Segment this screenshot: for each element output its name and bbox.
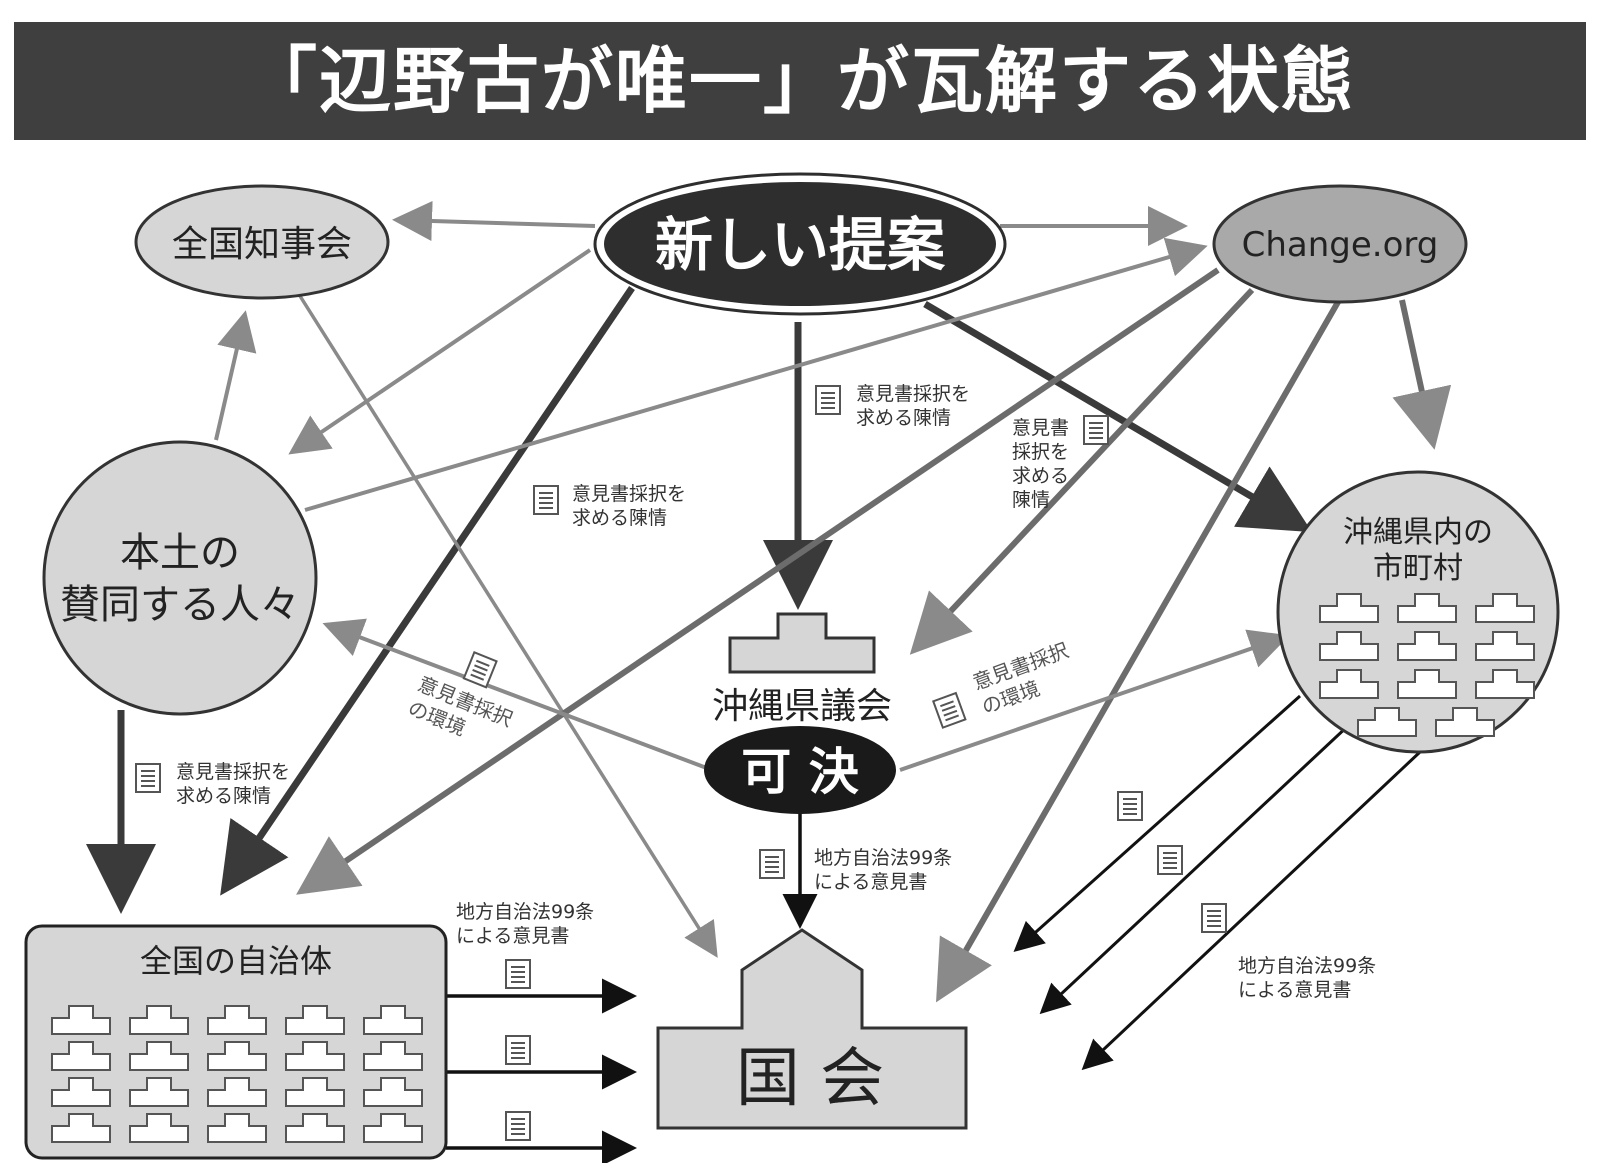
arrow-change-org-to-diet xyxy=(936,300,1341,1003)
governors-label: 全国知事会 xyxy=(172,224,352,265)
arrow-okinawa-munis-to-diet-3 xyxy=(1081,750,1422,1071)
petition-text: 求める陳情 xyxy=(572,507,667,529)
label-petition-center: 意見書採択を 求める陳情 xyxy=(815,383,970,429)
arrow-governors-to-diet xyxy=(298,295,718,958)
petition-text: 陳情 xyxy=(1012,489,1050,511)
petition-text: 採択を xyxy=(1012,441,1069,463)
label-petition-right: 意見書 採択を 求める 陳情 xyxy=(1012,415,1109,511)
document-icon xyxy=(932,692,967,729)
label-law99-center: 地方自治法99条 による意見書 xyxy=(759,847,952,893)
node-okinawa-municipalities: 沖縄県内の 市町村 xyxy=(1276,470,1560,754)
law99-text: による意見書 xyxy=(814,871,927,893)
document-icon xyxy=(533,485,559,515)
law99-text: による意見書 xyxy=(1238,979,1351,1001)
node-national-municipalities: 全国の自治体 xyxy=(24,924,448,1160)
petition-text: 求める陳情 xyxy=(856,407,951,429)
node-new-proposal: 新しい提案 xyxy=(593,172,1007,316)
document-icon xyxy=(815,385,841,415)
assembly-label: 沖縄県議会 xyxy=(712,686,892,727)
law99-text: 地方自治法99条 xyxy=(1238,955,1376,977)
law99-text: 地方自治法99条 xyxy=(814,847,952,869)
node-okinawa-assembly: 沖縄県議会 xyxy=(712,612,892,727)
petition-text: 意見書採択を xyxy=(572,483,686,505)
document-icon xyxy=(1117,791,1143,821)
law99-text: 地方自治法99条 xyxy=(456,901,594,923)
document-icon xyxy=(505,1111,531,1141)
mainland-label-line2: 賛同する人々 xyxy=(60,582,300,628)
label-petition-left: 意見書採択を 求める陳情 xyxy=(533,483,686,529)
okinawa-munis-label-line1: 沖縄県内の xyxy=(1343,515,1493,550)
petition-text: 意見書 xyxy=(1012,417,1069,439)
mainland-label-line1: 本土の xyxy=(120,530,240,576)
arrow-proposal-to-mainland xyxy=(288,248,592,455)
arrow-change-org-to-okinawa-munis xyxy=(1392,299,1452,450)
law99-text: による意見書 xyxy=(456,925,569,947)
passed-label: 可 決 xyxy=(741,743,858,801)
label-environment-right: 意見書採択 の環境 xyxy=(932,638,1072,729)
okinawa-munis-label-line2: 市町村 xyxy=(1373,551,1463,586)
node-governors-association: 全国知事会 xyxy=(134,184,390,300)
label-petition-mainland: 意見書採択を 求める陳情 xyxy=(135,761,290,807)
arrow-okinawa-munis-to-diet-1 xyxy=(1013,694,1301,952)
petition-text: 求める xyxy=(1012,465,1069,487)
assembly-building-icon xyxy=(728,612,876,674)
arrow-change-org-to-assembly xyxy=(909,287,1255,655)
petition-text: 求める陳情 xyxy=(176,785,271,807)
node-mainland-supporters: 本土の 賛同する人々 xyxy=(42,440,318,716)
document-icon xyxy=(135,763,161,793)
arrow-mainland-to-change-org xyxy=(304,237,1208,512)
document-icon xyxy=(505,1035,531,1065)
label-law99-left: 地方自治法99条 による意見書 xyxy=(456,901,594,1141)
document-icon xyxy=(759,849,785,879)
title-bar: 「辺野古が唯一」が瓦解する状態 xyxy=(14,22,1586,140)
arrow-mainland-to-governors xyxy=(214,310,257,441)
document-icon xyxy=(1083,415,1109,445)
document-icon xyxy=(462,651,498,689)
change-org-label: Change.org xyxy=(1242,225,1439,265)
arrow-passed-to-okinawa-munis xyxy=(899,629,1290,772)
petition-text: 意見書採択を xyxy=(176,761,290,783)
proposal-label: 新しい提案 xyxy=(655,211,946,279)
page-title: 「辺野古が唯一」が瓦解する状態 xyxy=(244,39,1355,123)
arrow-okinawa-munis-to-diet-2 xyxy=(1039,722,1352,1015)
national-munis-label: 全国の自治体 xyxy=(140,942,332,980)
document-icon xyxy=(1201,903,1227,933)
document-icon xyxy=(505,959,531,989)
document-icon xyxy=(1157,845,1183,875)
arrow-proposal-to-national-munis xyxy=(220,286,635,896)
arrow-proposal-to-governors xyxy=(392,200,596,241)
arrows xyxy=(86,200,1452,1163)
node-national-diet: 国 会 xyxy=(656,928,968,1130)
diet-building-icon xyxy=(656,928,968,1130)
node-change-org: Change.org xyxy=(1212,184,1468,304)
petition-text: 意見書採択を xyxy=(856,383,970,405)
diet-label: 国 会 xyxy=(736,1042,884,1116)
label-law99-right: 地方自治法99条 による意見書 xyxy=(1117,791,1376,1001)
node-passed: 可 決 xyxy=(704,726,896,814)
arrow-proposal-to-okinawa-munis xyxy=(923,300,1313,533)
arrow-change-org-to-national-munis xyxy=(296,267,1220,895)
arrow-passed-to-mainland xyxy=(322,618,713,772)
